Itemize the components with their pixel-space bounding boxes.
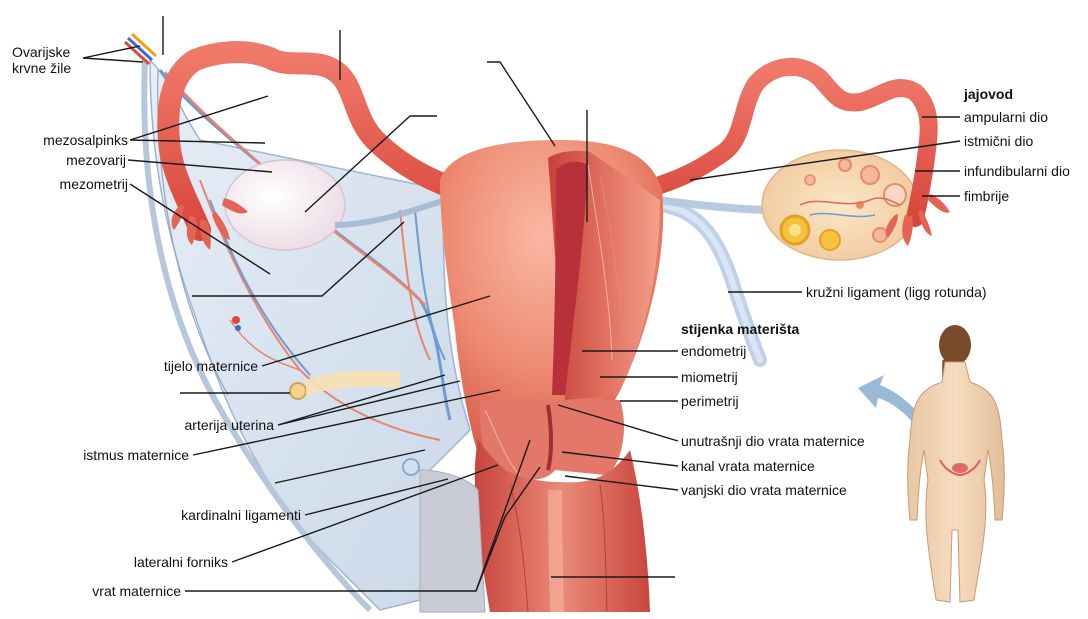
label-external-os: vanjski dio vrata maternice: [681, 482, 847, 498]
label-endometrium: endometrij: [681, 343, 746, 359]
label-uterine-wall: stijenka materišta: [681, 321, 799, 337]
label-internal-os: unutrašnji dio vrata maternice: [681, 433, 865, 449]
label-ampullary: ampularni dio: [964, 109, 1048, 125]
label-ovarian-vessels-2: krvne žile: [12, 60, 71, 76]
label-mesosalpinx: mezosalpinks: [10, 132, 128, 148]
label-infundibular: infundibularni dio: [964, 163, 1070, 179]
label-isthmic: istmični dio: [964, 133, 1033, 149]
label-cardinal-ligaments: kardinalni ligamenti: [80, 507, 301, 523]
ovarian-vessels: [125, 34, 156, 64]
label-fallopian-tube: jajovod: [964, 86, 1013, 102]
label-uterine-isthmus: istmus maternice: [20, 447, 189, 463]
label-uterine-artery: arterija uterina: [80, 417, 274, 433]
left-ovary: [225, 160, 345, 250]
label-cervix: vrat maternice: [40, 583, 181, 599]
label-myometrium: miometrij: [681, 369, 738, 385]
female-figure: [908, 325, 1005, 602]
label-lateral-fornix: lateralni forniks: [60, 554, 228, 570]
label-mesovarium: mezovarij: [10, 152, 126, 168]
label-mesometrium: mezometrij: [10, 176, 128, 192]
label-perimetrium: perimetrij: [681, 393, 739, 409]
label-cervical-canal: kanal vrata maternice: [681, 458, 815, 474]
label-uterine-body: tijelo maternice: [80, 358, 258, 374]
label-ovarian-vessels-1: Ovarijske: [12, 44, 70, 60]
ureter-section: [290, 383, 306, 399]
label-round-ligament: kružni ligament (ligg rotunda): [806, 284, 987, 300]
label-fimbriae: fimbrije: [964, 188, 1009, 204]
